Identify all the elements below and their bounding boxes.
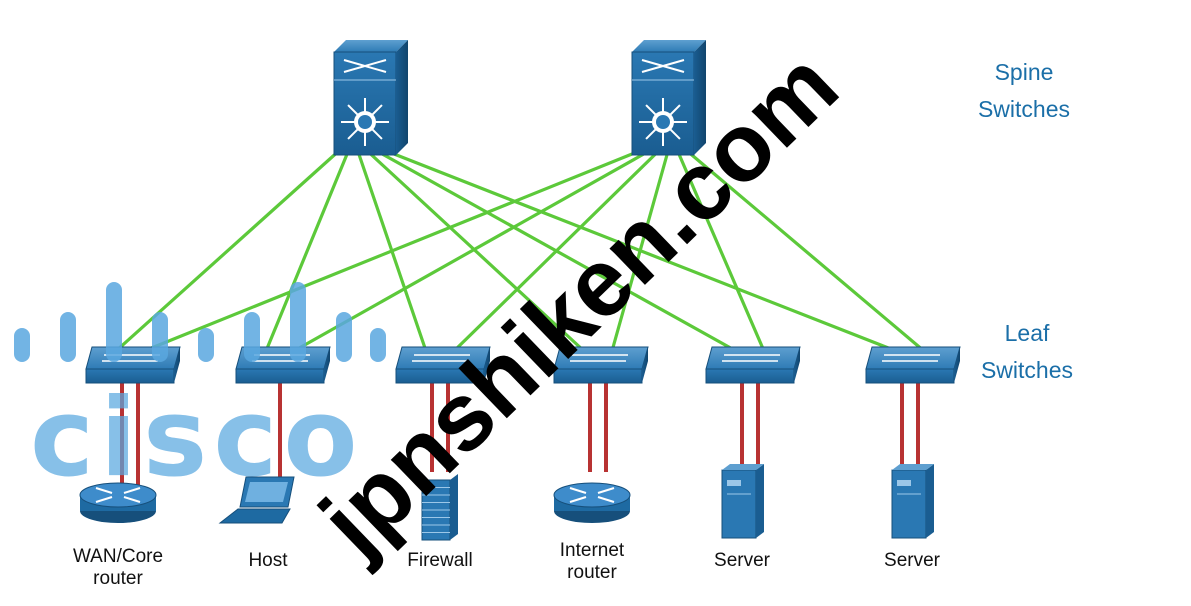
device-label-1: router bbox=[93, 568, 143, 589]
router-arrow bbox=[95, 496, 113, 503]
device-label-4: router bbox=[567, 562, 617, 583]
leaf-front-face bbox=[705, 368, 795, 384]
spine-tier-label: Switches bbox=[978, 96, 1070, 122]
leaf-switch-icon bbox=[705, 346, 801, 384]
router-arrow bbox=[95, 487, 113, 494]
router-icon bbox=[79, 482, 157, 523]
firewall-side bbox=[450, 474, 458, 540]
router-arrow bbox=[123, 496, 141, 503]
server-drive bbox=[897, 480, 911, 486]
spine-arrow-1 bbox=[343, 59, 387, 73]
server-top bbox=[722, 464, 764, 470]
cisco-logo-watermark: cisco bbox=[14, 282, 386, 501]
cisco-logo-bar bbox=[198, 328, 214, 362]
laptop-icon bbox=[218, 476, 295, 524]
leaf-side-face bbox=[794, 347, 800, 383]
router-arrow bbox=[569, 496, 587, 503]
device-label-5: Server bbox=[714, 550, 771, 571]
server-icon bbox=[721, 464, 764, 539]
leaf-side-face bbox=[484, 347, 490, 383]
router-arrow bbox=[123, 487, 141, 494]
cisco-logo-bar bbox=[60, 312, 76, 362]
laptop-keyboard bbox=[218, 508, 291, 524]
leaf-front-face bbox=[865, 368, 955, 384]
router-arrow bbox=[597, 496, 615, 503]
cisco-logo-bar bbox=[14, 328, 30, 362]
uplink-leaf4-spine1 bbox=[367, 151, 586, 353]
cisco-logo-bar bbox=[152, 312, 168, 362]
uplink-leaf3-spine1 bbox=[356, 151, 428, 353]
leaf-switch-icon bbox=[553, 346, 649, 384]
spine-side-face bbox=[396, 40, 408, 155]
spine-switch-icon bbox=[333, 40, 408, 156]
leaf-side-face bbox=[324, 347, 330, 383]
spine-side-face bbox=[694, 40, 706, 155]
server-side bbox=[756, 464, 764, 538]
spine-hub-center bbox=[656, 115, 670, 129]
uplink-leaf5-spine1 bbox=[378, 151, 738, 353]
cisco-logo-bar bbox=[370, 328, 386, 362]
uplink-leaf2-spine1 bbox=[264, 151, 350, 353]
spine-top-face bbox=[632, 40, 706, 52]
server-icon bbox=[891, 464, 934, 539]
device-label-2: Host bbox=[248, 550, 288, 571]
leaf-side-face bbox=[954, 347, 960, 383]
leaf-side-face bbox=[174, 347, 180, 383]
server-top bbox=[892, 464, 934, 470]
leaf-tier-label: Switches bbox=[981, 357, 1073, 383]
router-arrow bbox=[597, 487, 615, 494]
device-label-4: Internet bbox=[560, 540, 625, 561]
router-icon bbox=[553, 482, 631, 523]
uplink-leaf5-spine2 bbox=[676, 151, 766, 353]
spine-tier-label: Spine bbox=[995, 59, 1054, 85]
leaf-switch-icon bbox=[865, 346, 961, 384]
spine-arrow-1 bbox=[641, 59, 685, 73]
devices-layer bbox=[79, 464, 934, 541]
uplink-leaf1-spine2 bbox=[142, 151, 637, 353]
cisco-logo-bar bbox=[244, 312, 260, 362]
spine-top-face bbox=[334, 40, 408, 52]
cisco-logo-text: cisco bbox=[30, 376, 364, 501]
device-label-3: Firewall bbox=[407, 550, 472, 571]
links-layer bbox=[114, 151, 926, 487]
uplink-leaf2-spine2 bbox=[292, 151, 648, 353]
server-side bbox=[926, 464, 934, 538]
leaf-top-face bbox=[705, 346, 801, 370]
router-top bbox=[553, 482, 631, 508]
uplink-leaf6-spine1 bbox=[389, 151, 898, 353]
router-arrow bbox=[569, 487, 587, 494]
leaf-switch-icon bbox=[395, 346, 491, 384]
device-label-6: Server bbox=[884, 550, 941, 571]
firewall-icon bbox=[421, 474, 458, 541]
cisco-logo-bar bbox=[106, 282, 122, 362]
spine-hub-center bbox=[358, 115, 372, 129]
device-label-1: WAN/Core bbox=[73, 546, 163, 567]
spine-switch-icon bbox=[631, 40, 706, 156]
cisco-logo-bar bbox=[336, 312, 352, 362]
cisco-logo-bar bbox=[290, 282, 306, 362]
laptop-display bbox=[245, 482, 288, 502]
leaf-side-face bbox=[642, 347, 648, 383]
uplink-leaf6-spine2 bbox=[687, 151, 926, 353]
leaf-tier-label: Leaf bbox=[1005, 320, 1050, 346]
switches-layer bbox=[85, 40, 961, 384]
leaf-top-face bbox=[865, 346, 961, 370]
server-drive bbox=[727, 480, 741, 486]
